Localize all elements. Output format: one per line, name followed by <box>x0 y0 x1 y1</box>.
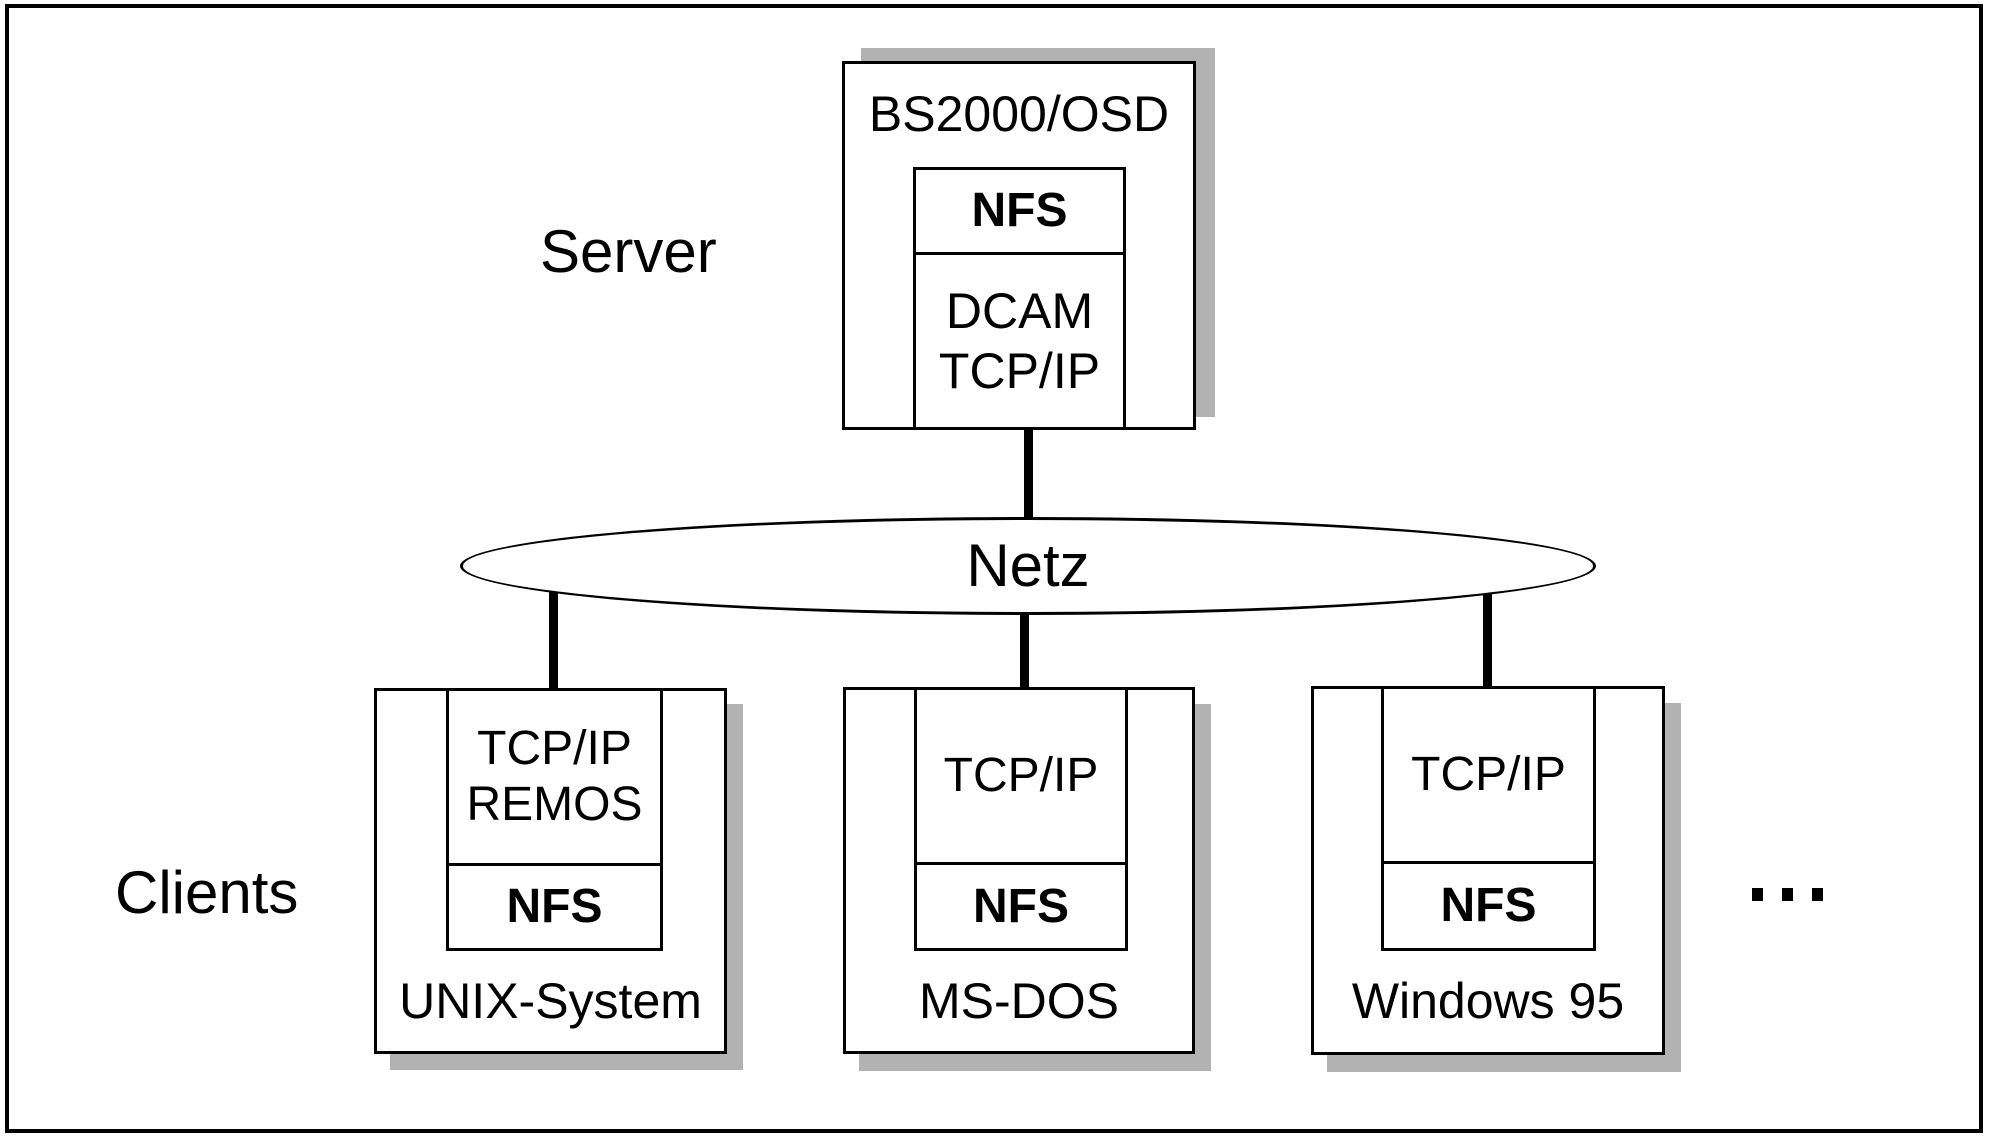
windows-os-label: Windows 95 <box>1351 972 1625 1029</box>
network-label: Netz <box>966 532 1090 599</box>
more-clients-dot-icon <box>1752 888 1763 901</box>
msdos-os-label: MS-DOS <box>919 972 1119 1029</box>
windows-transport-section: TCP/IP <box>1384 689 1593 864</box>
server-os-title: BS2000/OSD <box>868 86 1170 142</box>
windows-protocol-stack: TCP/IP NFS <box>1381 686 1596 951</box>
network-ellipse: Netz <box>460 517 1596 615</box>
clients-role-label: Clients <box>115 859 299 926</box>
windows-nfs-section: NFS <box>1440 879 1537 932</box>
server-role-label: Server <box>540 218 717 285</box>
unix-transport-section: TCP/IP REMOS <box>449 691 660 866</box>
server-transport-line-1: DCAM <box>945 283 1094 339</box>
unix-protocol-stack: TCP/IP REMOS NFS <box>446 688 663 951</box>
msdos-protocol-stack: TCP/IP NFS <box>914 687 1128 951</box>
client-node-msdos: TCP/IP NFS MS-DOS <box>843 687 1195 1054</box>
server-node-box: BS2000/OSD NFS DCAM TCP/IP <box>842 61 1196 430</box>
server-network-connector <box>1024 428 1033 524</box>
msdos-transport-section: TCP/IP <box>917 690 1125 865</box>
msdos-transport-line-1: TCP/IP <box>943 749 1099 802</box>
server-transport-section: DCAM TCP/IP <box>916 255 1123 427</box>
windows-transport-line-1: TCP/IP <box>1411 748 1566 801</box>
client-node-windows: TCP/IP NFS Windows 95 <box>1311 686 1665 1055</box>
diagram-border <box>5 4 1983 1133</box>
unix-transport-line-2: REMOS <box>466 778 643 831</box>
msdos-network-connector <box>1020 600 1029 690</box>
server-transport-line-2: TCP/IP <box>938 343 1101 399</box>
windows-network-connector <box>1483 570 1492 688</box>
server-nfs-section: NFS <box>916 170 1123 255</box>
msdos-nfs-section: NFS <box>973 879 1069 933</box>
unix-network-connector <box>549 570 558 690</box>
more-clients-dot-icon <box>1812 888 1823 901</box>
unix-transport-line-1: TCP/IP <box>477 722 632 775</box>
unix-os-label: UNIX-System <box>399 973 702 1029</box>
more-clients-dots <box>1752 888 1823 901</box>
server-protocol-stack: NFS DCAM TCP/IP <box>913 167 1126 430</box>
more-clients-dot-icon <box>1782 888 1793 901</box>
client-node-unix: TCP/IP REMOS NFS UNIX-System <box>374 688 727 1054</box>
unix-nfs-section: NFS <box>506 880 603 933</box>
